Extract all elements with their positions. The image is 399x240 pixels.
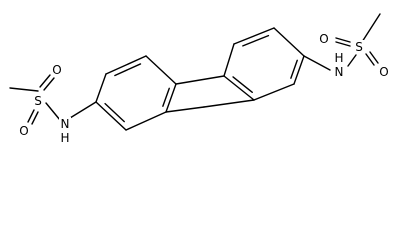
nitrogen-atom-left: N (61, 117, 70, 131)
bond-sulfur-oxygen-left-bottom-inner (31, 111, 39, 125)
bond-ring-right (253, 83, 295, 101)
oxygen-atom-left-top: O (52, 63, 61, 77)
bond-nitrogen-sulfur-right (347, 54, 357, 67)
bond-ring-right (293, 55, 305, 85)
bond-ring-right (223, 75, 255, 101)
bond-ring-left (105, 55, 147, 75)
bond-ring-right-inner (290, 59, 298, 79)
bond-ring-left-inner (114, 63, 142, 77)
bond-ring-left (95, 101, 127, 131)
bond-sulfur-oxygen-right-bottom (369, 51, 379, 64)
bond-ring-nitrogen-left (69, 101, 97, 119)
oxygen-atom-right-left: O (319, 32, 328, 46)
oxygen-atom-left-bottom: O (19, 124, 28, 138)
sulfur-atom-right-background (353, 40, 365, 54)
bond-ring-left-inner (162, 87, 170, 107)
sulfur-atom-left: S (34, 94, 42, 108)
bond-biaryl (175, 75, 225, 85)
nitrogen-atom-left-background (59, 117, 71, 131)
bond-sulfur-oxygen-right-left-inner (335, 41, 351, 47)
hydrogen-atom-right: H (334, 51, 343, 65)
bond-ring-left-inner (104, 102, 125, 123)
bond-ring-right-inner (232, 76, 253, 93)
oxygen-atom-right-bottom: O (379, 65, 388, 79)
hydrogen-atom-left-background (59, 131, 71, 145)
bond-ring-right-inner (242, 34, 270, 47)
sulfur-atom-right: S (355, 40, 363, 54)
bond-nitrogen-sulfur-left (45, 102, 61, 121)
bond-ring-nitrogen-right (303, 55, 331, 71)
bond-ring-left (165, 83, 177, 113)
bond-sulfur-oxygen-right-left (335, 37, 351, 43)
bond-methylene (165, 106, 205, 113)
bond-sulfur-oxygen-left-top (43, 77, 55, 91)
hydrogen-atom-left: H (60, 131, 69, 145)
bond-sulfur-methyl-right (361, 13, 381, 43)
oxygen-atom-left-bottom-background (18, 124, 30, 138)
hydrogen-atom-right-background (333, 51, 345, 65)
nitrogen-atom-right-background (333, 65, 345, 79)
bond-methylene (203, 99, 255, 108)
bond-sulfur-methyl-left (9, 87, 39, 92)
oxygen-atom-left-top-background (51, 63, 63, 77)
bond-ring-right (273, 27, 305, 57)
bond-ring-left (95, 73, 107, 103)
oxygen-atom-right-left-background (318, 32, 330, 46)
bond-sulfur-oxygen-left-bottom (27, 109, 35, 123)
sulfur-atom-left-background (32, 94, 44, 108)
bond-lines (9, 13, 381, 131)
nitrogen-atom-right: N (335, 65, 344, 79)
bond-ring-right (223, 43, 235, 77)
bond-sulfur-oxygen-right-bottom-inner (365, 53, 375, 66)
oxygen-atom-right-bottom-background (378, 65, 390, 79)
bond-ring-left (145, 55, 177, 85)
bond-ring-left (125, 111, 167, 131)
bond-ring-right (233, 27, 275, 45)
bond-sulfur-oxygen-left-top-inner (39, 74, 51, 88)
